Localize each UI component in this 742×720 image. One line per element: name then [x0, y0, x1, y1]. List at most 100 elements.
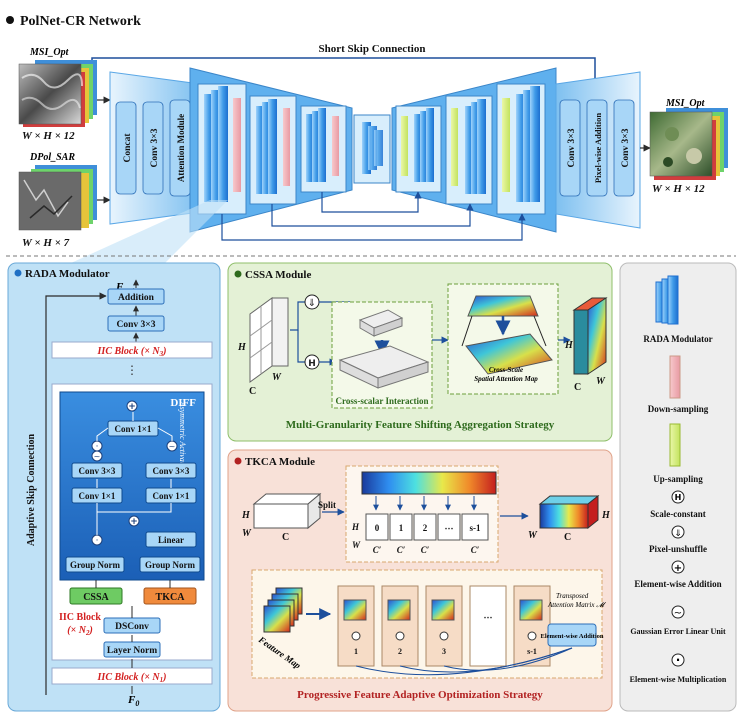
svg-text:+: +	[130, 517, 138, 527]
rada-conv-box	[107, 315, 165, 332]
tkca-out-h: H	[601, 510, 611, 521]
input-sar-image	[18, 165, 97, 231]
legend-label-1: Down-sampling	[648, 404, 709, 414]
rada-tkca-label: TKCA	[156, 592, 186, 603]
concat-label: Concat	[123, 133, 133, 163]
network-overview: Short Skip Connection MSI_Opt W × H × 12…	[18, 43, 728, 268]
rada-iic-n2-mult: (× N2)	[67, 625, 93, 637]
rada-iic-ns-label: IIC Block (× N3)	[97, 346, 167, 358]
legend-label-5: Element-wise Addition	[634, 579, 721, 589]
tkca-split-arrows	[373, 496, 477, 511]
diff-conv3x3-left	[71, 462, 123, 479]
cssa-bullet-icon	[234, 270, 242, 278]
tkca-node-4: ⋯	[484, 612, 493, 622]
conv3x3-enc-label: Conv 3×3	[150, 128, 160, 167]
tkca-out-w: W	[528, 530, 538, 541]
cssa-out-h: H	[564, 340, 574, 351]
tkca-transposed-2: Attention Matrix 𝓜	[547, 601, 606, 609]
tkca-slices: 0 1 2 ⋯ s-1	[365, 513, 489, 541]
svg-text:H: H	[675, 493, 682, 502]
rada-title: RADA Modulator	[25, 268, 110, 280]
tkca-split-label: Split	[318, 500, 336, 510]
bottleneck-rada	[362, 122, 383, 174]
rada-conv-label: Conv 3×3	[117, 320, 156, 330]
cssa-caption: Multi-Granularity Feature Shifting Aggre…	[286, 419, 555, 431]
output-opt-label: MSI_Opt	[665, 98, 706, 109]
diff-conv1x1-top-label: Conv 1×1	[115, 424, 152, 434]
diff-groupnorm-right	[139, 556, 201, 573]
diff-groupnorm-left-label: Group Norm	[70, 560, 121, 570]
rada-adaptive-label: Adaptive Skip Connection	[26, 433, 37, 546]
tkca-node-3: 3	[442, 647, 446, 656]
cssa-dim-c: C	[249, 386, 256, 397]
rada-dsconv-label: DSConv	[115, 622, 149, 632]
tkca-transposed-1: Transposed	[556, 592, 589, 600]
rada-iic-ns-box	[51, 341, 213, 359]
svg-text:+: +	[674, 563, 682, 574]
svg-text:⇓: ⇓	[674, 529, 682, 539]
tkca-caption: Progressive Feature Adaptive Optimizatio…	[297, 689, 543, 701]
legend-pixel-unshuffle-icon	[671, 525, 685, 539]
tkca-sub-h: H	[351, 522, 360, 532]
legend-scale-constant-icon	[671, 490, 685, 504]
decoder-stage-3	[395, 105, 442, 193]
svg-text:2: 2	[423, 523, 428, 533]
conv3x3-dec-block-1	[559, 99, 581, 197]
rada-addition-box	[107, 288, 165, 305]
svg-text:~: ~	[169, 442, 176, 451]
diff-conv1x1-left-label: Conv 1×1	[79, 491, 116, 501]
decoder-stage-2	[445, 95, 493, 205]
tkca-elementwise-label: Element-wise Addition	[540, 633, 603, 640]
cssa-out-w: W	[596, 376, 606, 387]
tkca-cprime-2: C′	[397, 545, 406, 555]
diff-gelu-icon-left	[91, 450, 103, 462]
svg-text:⇓: ⇓	[308, 298, 316, 309]
tkca-rainbow-strip	[361, 471, 497, 495]
input-opt-dim: W × H × 12	[22, 130, 75, 142]
tkca-attention-columns	[337, 585, 551, 667]
input-sar-dim: W × H × 7	[22, 237, 70, 249]
asym-activation-label: Asymmetric Activation	[178, 401, 187, 475]
rada-addition-label: Addition	[118, 293, 155, 303]
svg-text:·: ·	[676, 653, 681, 667]
decoder-stage-1	[496, 83, 546, 215]
tkca-cprime-3: C′	[421, 545, 430, 555]
legend-add-icon	[671, 560, 685, 574]
tkca-node-1: 1	[354, 647, 358, 656]
rada-dots: ⋮	[126, 363, 138, 377]
rada-f0-label: F0	[127, 694, 139, 708]
svg-text:1: 1	[399, 523, 404, 533]
conv3x3-dec-label-2: Conv 3×3	[621, 128, 631, 167]
tkca-feature-map-stack	[263, 587, 303, 633]
conv3x3-dec-label-1: Conv 3×3	[567, 128, 577, 167]
diff-groupnorm-left	[65, 556, 125, 573]
pixelwise-addition-label: Pixel-wise Addition	[593, 113, 603, 183]
diff-conv3x3-right-label: Conv 3×3	[153, 466, 190, 476]
diff-linear-label: Linear	[158, 535, 184, 545]
tkca-dim-c: C	[282, 532, 289, 543]
legend-rada-icon	[655, 275, 679, 325]
csam-label-2: Spatial Attention Map	[474, 375, 538, 383]
cssa-input-cube	[249, 297, 289, 383]
rada-iic-n2-label: IIC Block	[59, 612, 101, 623]
output-opt-image	[649, 108, 728, 180]
conv3x3-dec-block-2	[613, 99, 635, 197]
csam-maps	[461, 295, 553, 375]
cssa-dim-h: H	[237, 342, 247, 353]
legend-gelu-icon	[671, 605, 685, 619]
legend-mul-icon	[671, 653, 685, 667]
diff-add-icon-mid	[128, 515, 140, 527]
tkca-dim-h: H	[241, 510, 251, 521]
cssa-dim-w: W	[272, 372, 282, 383]
rada-layernorm-label: Layer Norm	[107, 646, 157, 656]
svg-text:·: ·	[96, 442, 99, 452]
diff-conv3x3-right	[145, 462, 197, 479]
conv3x3-enc-block	[142, 101, 164, 195]
cssa-title: CSSA Module	[245, 269, 311, 281]
legend-downsample-icon	[669, 355, 681, 399]
svg-text:0: 0	[375, 523, 380, 533]
rada-iic-n1-label: IIC Block (× N1)	[97, 672, 167, 684]
csam-label-1: Cross-Scale	[489, 366, 523, 374]
tkca-bullet-icon	[234, 457, 242, 465]
